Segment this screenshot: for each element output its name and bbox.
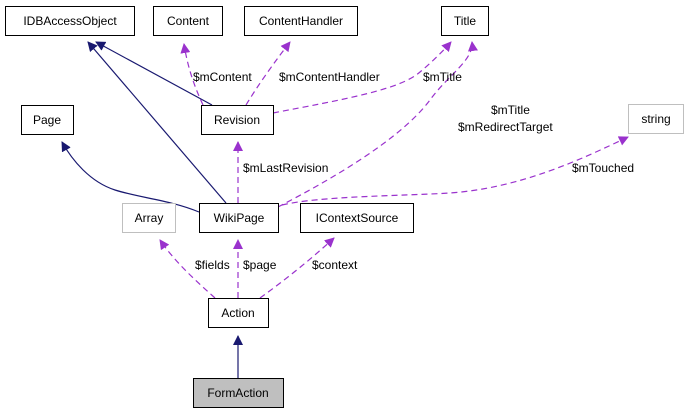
node-array[interactable]: Array [122,203,176,233]
edge-label-page: $page [243,258,277,272]
node-action[interactable]: Action [208,298,269,328]
edge-label-mcontenthandler: $mContentHandler [279,70,380,84]
node-content[interactable]: Content [153,6,223,36]
node-icontextsource[interactable]: IContextSource [300,203,414,233]
edge-revision-to-title [272,41,452,114]
node-label: Content [167,14,210,28]
edge-revision-to-content [180,43,204,106]
edge-label-context: $context [312,258,358,272]
edge-revision-to-contenthandler [245,41,291,106]
node-revision[interactable]: Revision [201,105,274,135]
edge-wikipage-to-title [277,41,478,208]
node-label: Page [33,113,61,127]
node-label: IDBAccessObject [23,14,117,28]
edge-wikipage-to-idbaccessobject [87,41,227,204]
node-label: Title [454,14,477,28]
node-label: IContextSource [316,211,399,225]
node-label: WikiPage [214,211,265,225]
edge-label-mtouched: $mTouched [572,161,634,175]
edge-revision-to-idbaccessobject [95,41,213,106]
node-label: ContentHandler [259,14,343,28]
node-label: Action [221,306,254,320]
nodes: IDBAccessObject Content ContentHandler T… [5,6,684,408]
node-label: Revision [214,113,260,127]
node-formaction[interactable]: FormAction [193,378,284,408]
edge-label-mtitle-mredirecttarget-line2: $mRedirectTarget [458,120,553,134]
edge-wikipage-to-string [281,136,629,206]
edge-labels: $mContent $mContentHandler $mTitle $mTit… [193,70,634,272]
node-title[interactable]: Title [441,6,489,36]
edge-wikipage-to-page [61,141,200,213]
node-contenthandler[interactable]: ContentHandler [244,6,358,36]
edge-label-mtitle-mredirecttarget-line1: $mTitle [491,103,530,117]
edge-action-to-icontextsource [259,237,335,299]
edge-label-mcontent: $mContent [193,70,252,84]
node-label: FormAction [207,386,268,400]
node-idbaccessobject[interactable]: IDBAccessObject [5,6,135,36]
node-wikipage[interactable]: WikiPage [199,203,279,233]
edge-action-to-array [159,239,216,299]
edge-label-mlastrevision: $mLastRevision [243,161,328,175]
node-string[interactable]: string [628,104,684,134]
edge-label-mtitle: $mTitle [423,70,462,84]
node-label: string [641,112,670,126]
edge-label-fields: $fields [195,258,230,272]
node-page[interactable]: Page [21,105,74,135]
node-label: Array [135,211,164,225]
